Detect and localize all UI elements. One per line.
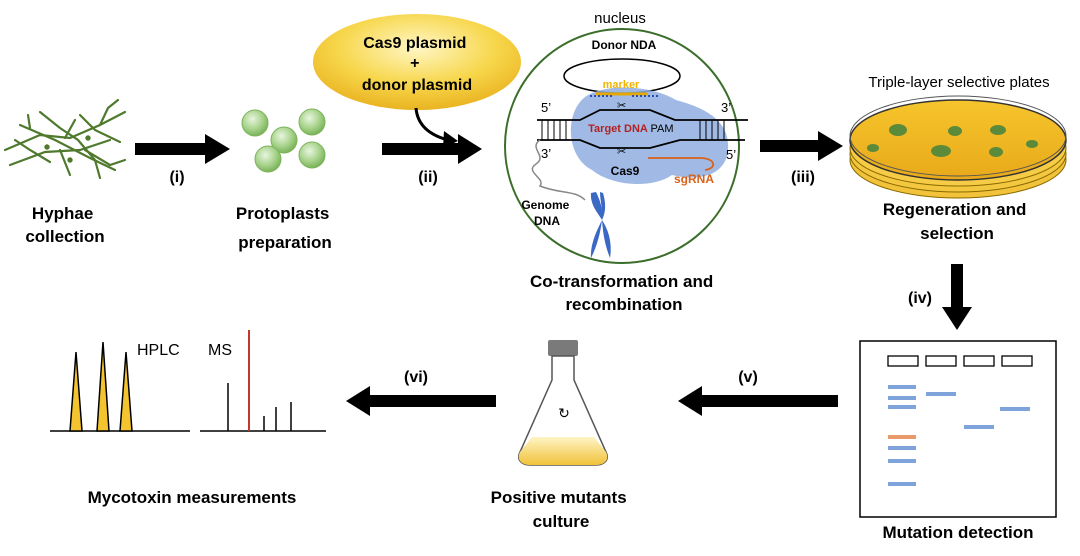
dna-rungs [541,120,725,140]
flask-liquid [518,437,608,465]
protoplasts-label: Protoplasts preparation [236,204,334,252]
scissors-icon: ✂ [617,100,626,112]
plates-label: Triple-layer selective plates [868,74,1049,91]
step-i-label: (i) [169,169,184,186]
flask-cap [548,340,578,356]
arrow-ii [382,134,482,164]
scissors-icon-lower: ✂ [617,146,626,158]
hplc-chromatogram [50,341,190,432]
plasmid-label: Cas9 plasmid + donor plasmid [362,35,472,94]
donor-label: Donor NDA [592,38,657,52]
mycotoxin-label: Mycotoxin measurements [88,488,297,507]
plasmid-oval [313,14,521,110]
gel-bands [888,385,1030,486]
fungal-colonies [867,124,1038,157]
plate-stack [849,95,1067,199]
arrow-v [678,386,838,416]
genome-label: Genome DNA [521,198,572,228]
shaking-icon: ↻ [558,405,570,421]
genome-coil [531,139,586,201]
ms-spectrum [200,330,326,432]
regeneration-label: Regeneration and selection [883,200,1031,243]
step-vi-label: (vi) [404,369,428,386]
pam-label: PAM [650,123,673,135]
cas9-label: Cas9 [611,164,640,178]
culture-label: Positive mutants culture [491,488,632,531]
step-v-label: (v) [738,369,758,386]
step-ii-label: (ii) [418,169,438,186]
hyphae-illustration [3,98,127,180]
hplc-label: HPLC [137,342,180,359]
five-prime-right: 5’ [726,147,736,162]
three-prime-right: 3’ [721,100,731,115]
arrow-iv [942,264,972,330]
marker-label: marker [603,79,640,91]
curved-arrow [414,107,449,142]
arrow-iii [760,131,843,161]
ms-label: MS [208,342,232,359]
nucleus-title: nucleus [594,10,646,27]
three-prime-left: 3’ [541,146,551,161]
sgrna-strand [648,157,714,171]
arrow-vi [346,386,496,416]
five-prime-left: 5’ [541,100,551,115]
gel-wells [887,355,1033,367]
mutation-label: Mutation detection [882,523,1033,542]
arrow-i [135,134,230,164]
step-iii-label: (iii) [791,169,815,186]
cas9-blob [570,87,729,185]
sgrna-label: sgRNA [674,172,714,186]
step-iv-label: (iv) [908,290,932,307]
hyphae-label: Hyphae collection [25,204,104,246]
protoplast-cells [241,108,326,173]
target-dna-label: Target DNA [588,123,648,135]
cotransformation-label: Co-transformation and recombination [530,272,718,314]
chromosome [590,192,611,258]
dna-strands [537,109,748,149]
gel-frame [859,340,1057,518]
